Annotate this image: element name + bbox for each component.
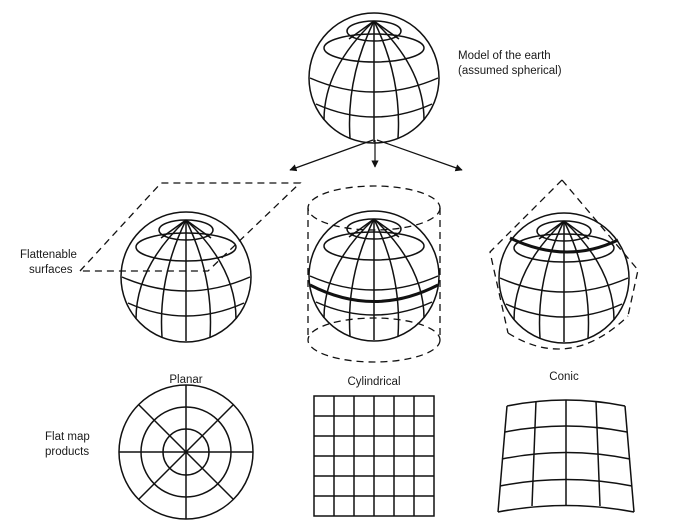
- planar-globe: [120, 211, 252, 343]
- earth-model-globe: [308, 12, 440, 144]
- flattenable-label-line2: surfaces: [29, 264, 73, 276]
- model-label-line1: Model of the earth: [458, 50, 551, 62]
- planar-label: Planar: [169, 374, 202, 386]
- conic-surface: [489, 179, 639, 350]
- flattenable-label-line1: Flattenable: [20, 249, 77, 261]
- model-label-line2: (assumed spherical): [458, 65, 562, 77]
- flat-map-label-line2: products: [45, 446, 89, 458]
- arrow-to-conic: [376, 139, 463, 172]
- planar-surface: [78, 182, 302, 272]
- cylindrical-label: Cylindrical: [347, 376, 400, 388]
- cylindrical-globe: [308, 210, 440, 342]
- conic-flat-map: [497, 399, 635, 513]
- flat-map-label-line1: Flat map: [45, 431, 90, 443]
- arrow-to-planar: [289, 139, 374, 172]
- conic-label: Conic: [549, 371, 579, 383]
- cylindrical-tangent-line: [309, 283, 439, 303]
- cylindrical-flat-map: [313, 395, 435, 517]
- conic-globe: [498, 212, 630, 344]
- planar-flat-map: [118, 384, 254, 520]
- conic-tangent-line: [509, 236, 619, 254]
